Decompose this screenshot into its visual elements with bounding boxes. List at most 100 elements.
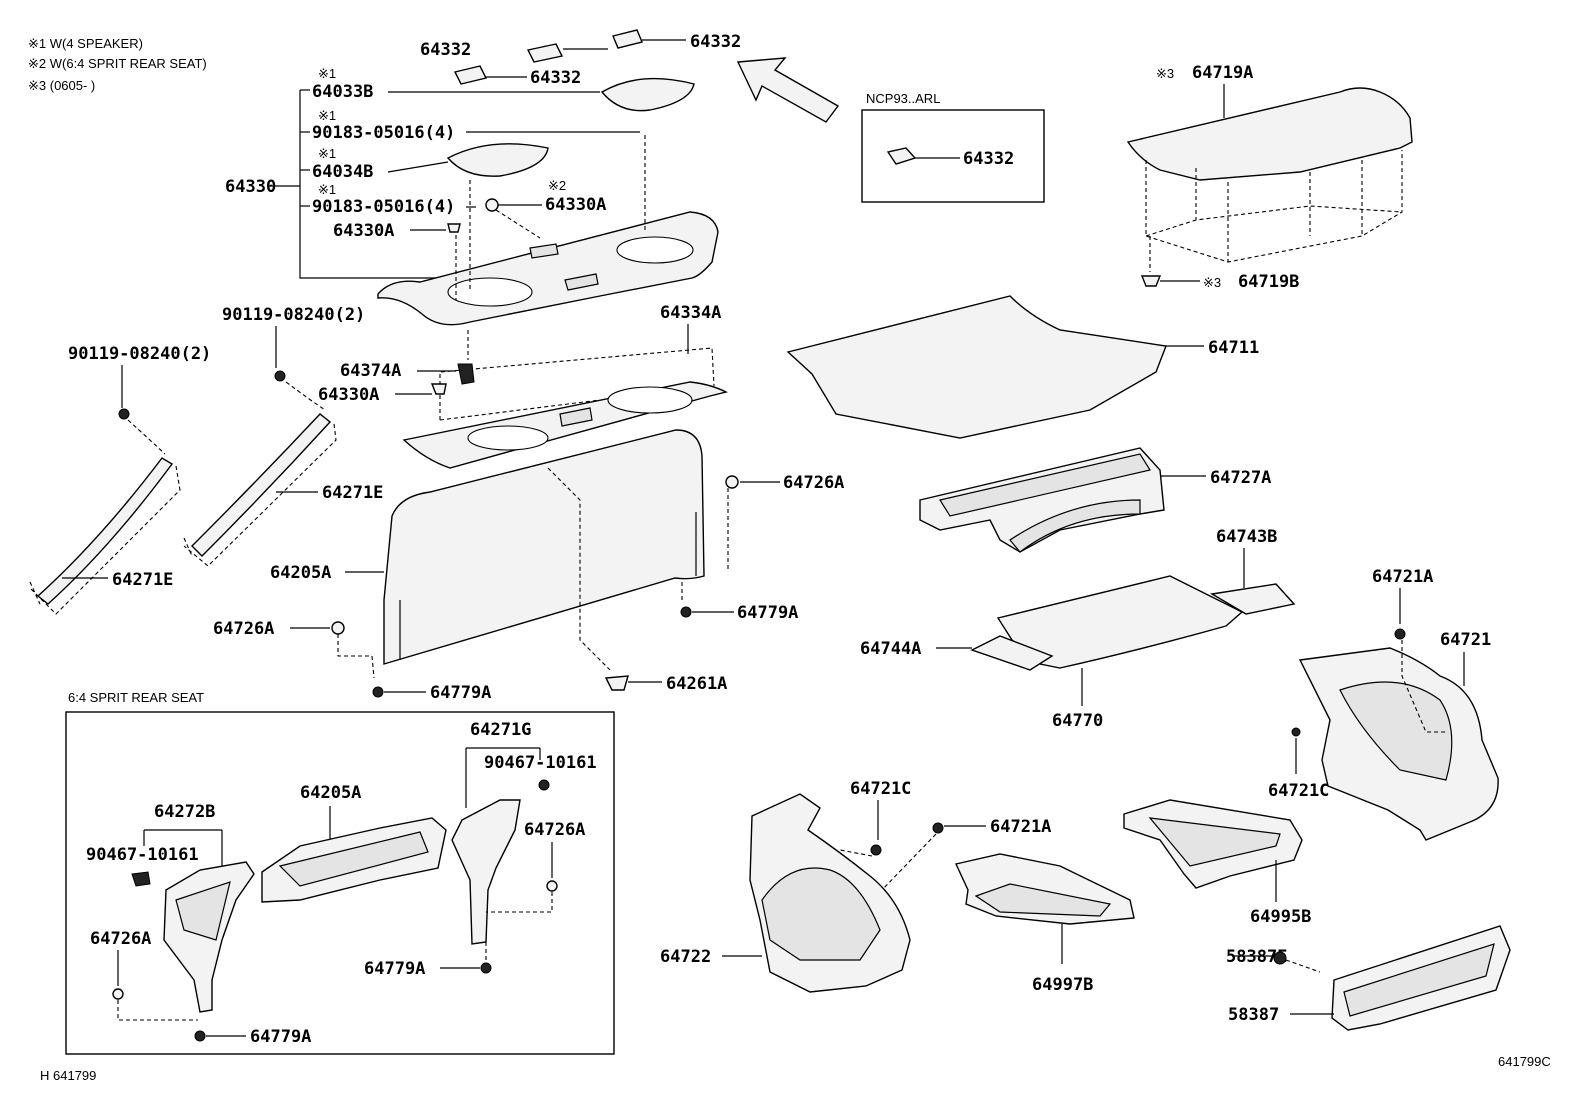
- speaker-cover-64033b: [600, 77, 695, 112]
- inset-ncp93: [861, 109, 1045, 203]
- clip-64330a-mid: [430, 383, 447, 395]
- label-64744a: 64744A: [860, 639, 921, 659]
- label-64205a-b: 64205A: [300, 783, 361, 803]
- mark-3a: ※3: [1156, 66, 1174, 81]
- floor-board-64770: [996, 575, 1244, 669]
- inset-ncp93-title: NCP93..ARL: [866, 91, 940, 106]
- clip-64721a-a: [1394, 628, 1406, 640]
- clip-58387e: [1273, 951, 1287, 965]
- strip-64271e-right: [191, 413, 332, 557]
- mark-1a: ※1: [318, 66, 336, 81]
- label-64779a-c: 64779A: [364, 959, 425, 979]
- pad-64744a: [970, 635, 1054, 671]
- clip-64726a-c: [546, 880, 558, 892]
- label-64995b: 64995B: [1250, 907, 1311, 927]
- label-64719a: 64719A: [1192, 63, 1253, 83]
- clip-64721c-b: [1291, 727, 1301, 737]
- label-64726a-d: 64726A: [90, 929, 151, 949]
- clip-64779a-b: [372, 686, 384, 698]
- label-64721a-b: 64721A: [990, 817, 1051, 837]
- trunk-board-64719a: [1126, 87, 1413, 181]
- label-64727a: 64727A: [1210, 468, 1271, 488]
- clip-64726a-a: [725, 475, 739, 489]
- label-64034b: 64034B: [312, 162, 373, 182]
- cap-64332-b: [453, 65, 488, 85]
- trunk-mat-64711: [786, 295, 1167, 439]
- label-64261a: 64261A: [666, 674, 727, 694]
- label-90119-right: 90119-08240(2): [222, 305, 365, 325]
- label-64271g: 64271G: [470, 720, 531, 740]
- trim-64271g: [451, 799, 521, 945]
- label-64205a: 64205A: [270, 563, 331, 583]
- footer-right: 641799C: [1498, 1054, 1551, 1069]
- label-64726a-b: 64726A: [213, 619, 274, 639]
- label-64332-a: 64332: [420, 40, 471, 60]
- label-64332-b: 64332: [530, 68, 581, 88]
- cap-64332-c: [612, 29, 643, 49]
- label-64997b: 64997B: [1032, 975, 1093, 995]
- note-1: ※1 W(4 SPEAKER): [28, 36, 143, 51]
- label-64334a: 64334A: [660, 303, 721, 323]
- label-64330: 64330: [225, 177, 276, 197]
- speaker-cover-64034b: [446, 143, 549, 177]
- cap-64332-a: [526, 43, 564, 63]
- clip-64721a-b: [932, 822, 944, 834]
- clip-64261a: [604, 675, 629, 691]
- note-2: ※2 W(6:4 SPRIT REAR SEAT): [28, 56, 207, 71]
- label-64330a-left: 64330A: [333, 221, 394, 241]
- mark-3b: ※3: [1203, 275, 1221, 290]
- label-64721c-a: 64721C: [850, 779, 911, 799]
- label-90467-a: 90467-10161: [484, 753, 597, 773]
- inset-split-title: 6:4 SPRIT REAR SEAT: [68, 690, 204, 705]
- label-64330a-top: 64330A: [545, 195, 606, 215]
- bracket-64374a: [457, 363, 475, 385]
- inset-ncp93-part: 64332: [963, 149, 1014, 169]
- label-58387e: 58387E: [1226, 947, 1287, 967]
- bolt-90119-right: [274, 370, 286, 382]
- label-64721: 64721: [1440, 630, 1491, 650]
- label-64271e-a: 64271E: [322, 483, 383, 503]
- label-64726a-a: 64726A: [783, 473, 844, 493]
- clip-90467-b: [131, 871, 151, 887]
- label-64721c-b: 64721C: [1268, 781, 1329, 801]
- label-90183-a: 90183-05016(4): [312, 123, 455, 143]
- clip-90467-a: [538, 779, 550, 791]
- clip-64330a-top: [485, 198, 499, 212]
- mark-2: ※2: [548, 178, 566, 193]
- bolt-90119-left: [118, 408, 130, 420]
- label-64272b: 64272B: [154, 802, 215, 822]
- label-64374a: 64374A: [340, 361, 401, 381]
- label-64719b: 64719B: [1238, 272, 1299, 292]
- label-64779a-b: 64779A: [430, 683, 491, 703]
- clip-64330a-left: [447, 223, 461, 233]
- inset-split-rear-seat: [65, 711, 615, 1055]
- mark-1d: ※1: [318, 182, 336, 197]
- clip-64726a-d: [112, 988, 124, 1000]
- label-64770: 64770: [1052, 711, 1103, 731]
- label-64722: 64722: [660, 947, 711, 967]
- label-64779a-a: 64779A: [737, 603, 798, 623]
- label-90183-b: 90183-05016(4): [312, 197, 455, 217]
- label-64711: 64711: [1208, 338, 1259, 358]
- clip-64726a-b: [331, 621, 345, 635]
- mark-1c: ※1: [318, 146, 336, 161]
- strip-64271e-left: [36, 457, 174, 605]
- label-64743b: 64743B: [1216, 527, 1277, 547]
- note-3: ※3 (0605- ): [28, 78, 95, 93]
- footer-left: H 641799: [40, 1068, 96, 1083]
- clip-64779a-d: [194, 1030, 206, 1042]
- label-64271e-b: 64271E: [112, 570, 173, 590]
- label-64721a-a: 64721A: [1372, 567, 1433, 587]
- clip-64721c-a: [870, 844, 882, 856]
- label-64726a-c: 64726A: [524, 820, 585, 840]
- clip-64779a-a: [680, 606, 692, 618]
- inset-cap: [886, 147, 917, 165]
- clip-64779a-c: [480, 962, 492, 974]
- label-90467-b: 90467-10161: [86, 845, 199, 865]
- label-64033b: 64033B: [312, 82, 373, 102]
- seat-back-board-64205a: [383, 429, 705, 665]
- direction-arrow: [736, 57, 840, 123]
- label-64332-c: 64332: [690, 32, 741, 52]
- label-58387: 58387: [1228, 1005, 1279, 1025]
